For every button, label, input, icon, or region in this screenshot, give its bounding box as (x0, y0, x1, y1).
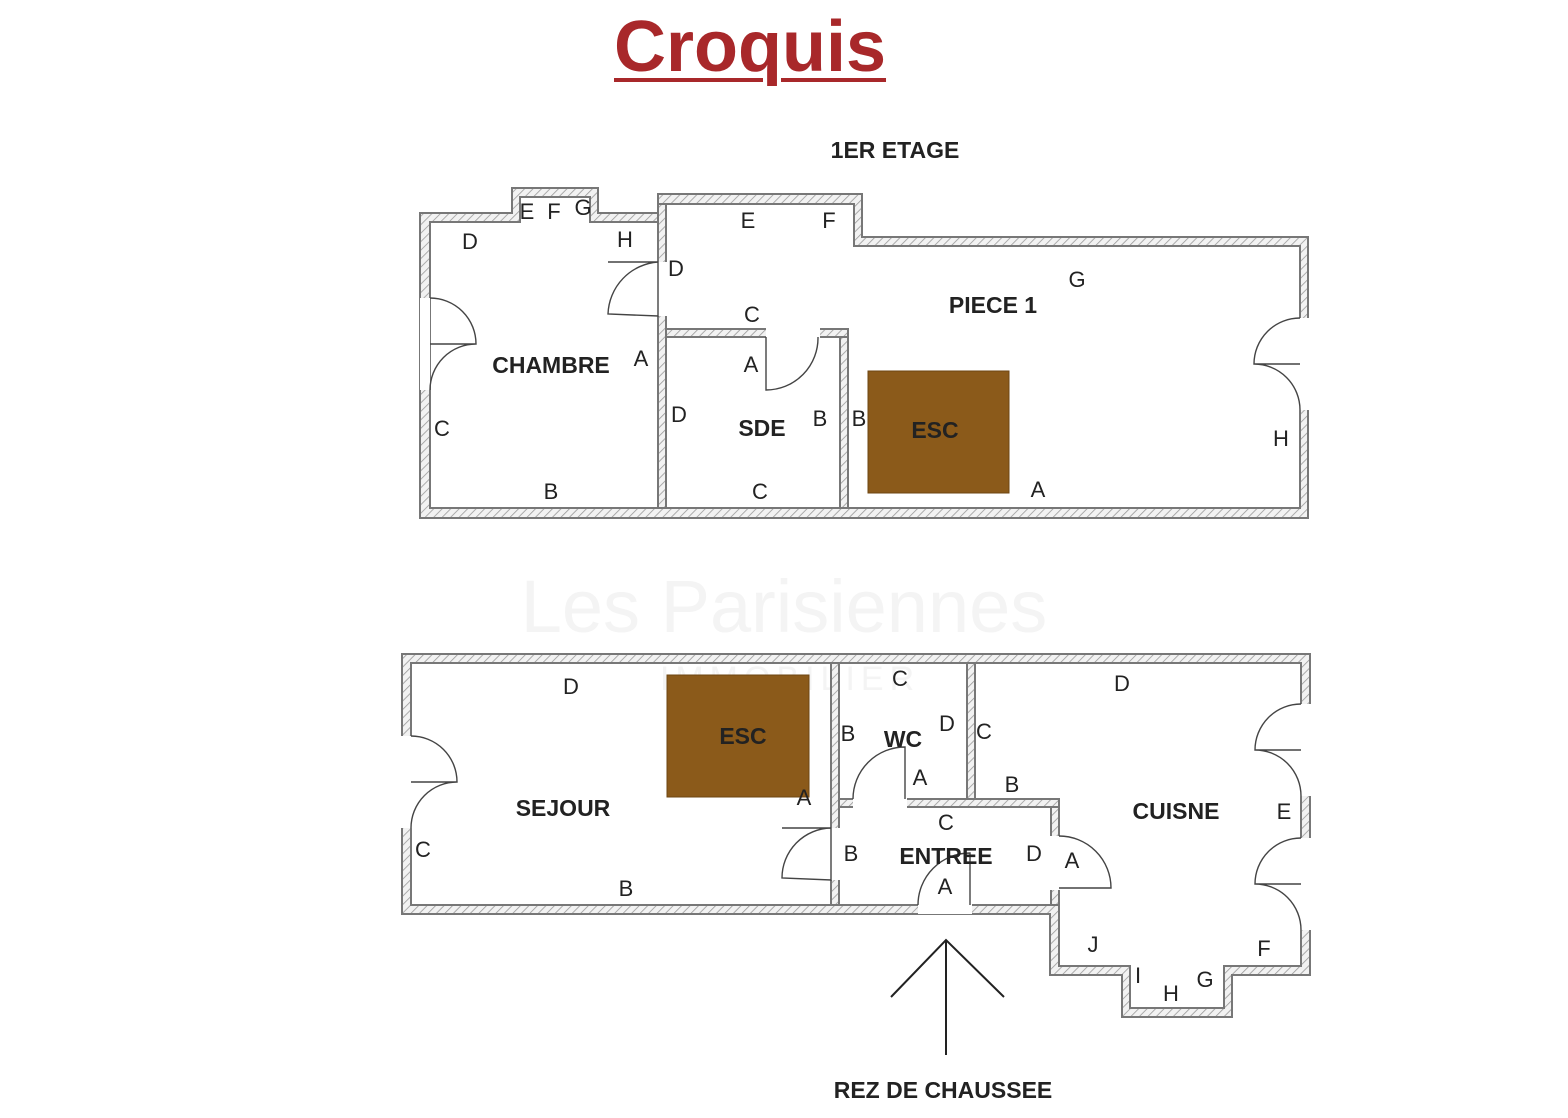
wall-label: C (892, 666, 908, 691)
wall-label: D (671, 402, 687, 427)
room-label-cuisine: CUISNE (1133, 798, 1220, 824)
room-label-entree: ENTREE (899, 843, 992, 869)
room-label-piece1: PIECE 1 (949, 292, 1037, 318)
wall-label: B (844, 841, 859, 866)
sejour-wall-labels: D A C B (415, 674, 812, 901)
page-title: Croquis (614, 7, 887, 87)
wall-label: D (1026, 841, 1042, 866)
upper-room-labels: CHAMBRE PIECE 1 SDE ESC (492, 292, 1037, 443)
stairs-upper (867, 370, 1010, 494)
wall-label: A (744, 352, 759, 377)
wall-label: A (797, 785, 812, 810)
room-label-sde: SDE (738, 415, 785, 441)
entrance-arrow-icon (890, 938, 1005, 1055)
wall-label: I (1135, 963, 1141, 988)
wall-label: A (1031, 477, 1046, 502)
stairs-ground (666, 674, 810, 798)
sde-wall-labels: A D B C (671, 352, 827, 504)
wall-label: F (822, 208, 835, 233)
wall-label: C (752, 479, 768, 504)
watermark-line1: Les Parisiennes (521, 565, 1048, 648)
wall-label: D (939, 711, 955, 736)
ground-floor-doors (401, 703, 1311, 931)
wall-label: E (1277, 799, 1292, 824)
wc-wall-labels: C B D A (841, 666, 955, 790)
wall-label: C (434, 416, 450, 441)
wall-label: C (976, 719, 992, 744)
room-label-esc-ground: ESC (719, 723, 766, 749)
wall-label: F (1257, 936, 1270, 961)
wall-label: B (852, 406, 867, 431)
wall-label: A (634, 346, 649, 371)
wall-label: E (741, 208, 756, 233)
piece1-wall-labels: E F D G C B A H (668, 208, 1289, 502)
wall-label: G (1068, 267, 1085, 292)
upper-floor-walls (419, 187, 1309, 519)
ground-floor-walls (401, 653, 1311, 1018)
chambre-wall-labels: D E F G H A C B (434, 195, 649, 504)
entree-wall-labels: C B D A (844, 810, 1042, 899)
wall-label: H (1163, 981, 1179, 1006)
cuisine-wall-labels: D C B E A F J I H G (976, 671, 1291, 1006)
wall-label: C (938, 810, 954, 835)
wall-label: A (913, 765, 928, 790)
wall-label: C (415, 837, 431, 862)
room-label-esc-upper: ESC (911, 417, 958, 443)
wall-label: C (744, 302, 760, 327)
floor-label-upper: 1ER ETAGE (831, 137, 960, 163)
wall-label: D (668, 256, 684, 281)
wall-label: J (1088, 932, 1099, 957)
room-label-chambre: CHAMBRE (492, 352, 610, 378)
wall-label: D (1114, 671, 1130, 696)
wall-label: H (617, 227, 633, 252)
wall-label: B (544, 479, 559, 504)
wall-label: B (841, 721, 856, 746)
wall-label: A (1065, 848, 1080, 873)
wall-label: A (938, 874, 953, 899)
ground-room-labels: SEJOUR WC ENTREE CUISNE ESC (516, 723, 1220, 869)
watermark: Les Parisiennes IMMOBILIER (521, 565, 1048, 698)
wall-label: H (1273, 426, 1289, 451)
wall-label: E (520, 199, 535, 224)
floor-label-ground: REZ DE CHAUSSEE (834, 1077, 1053, 1103)
wall-label: B (1005, 772, 1020, 797)
room-label-sejour: SEJOUR (516, 795, 611, 821)
wall-label: F (547, 199, 560, 224)
wall-label: B (619, 876, 634, 901)
room-label-wc: WC (884, 726, 922, 752)
wall-label: G (1196, 967, 1213, 992)
wall-label: D (462, 229, 478, 254)
wall-label: D (563, 674, 579, 699)
upper-floor-doors (420, 261, 1309, 411)
wall-label: G (574, 195, 591, 220)
wall-label: B (813, 406, 828, 431)
